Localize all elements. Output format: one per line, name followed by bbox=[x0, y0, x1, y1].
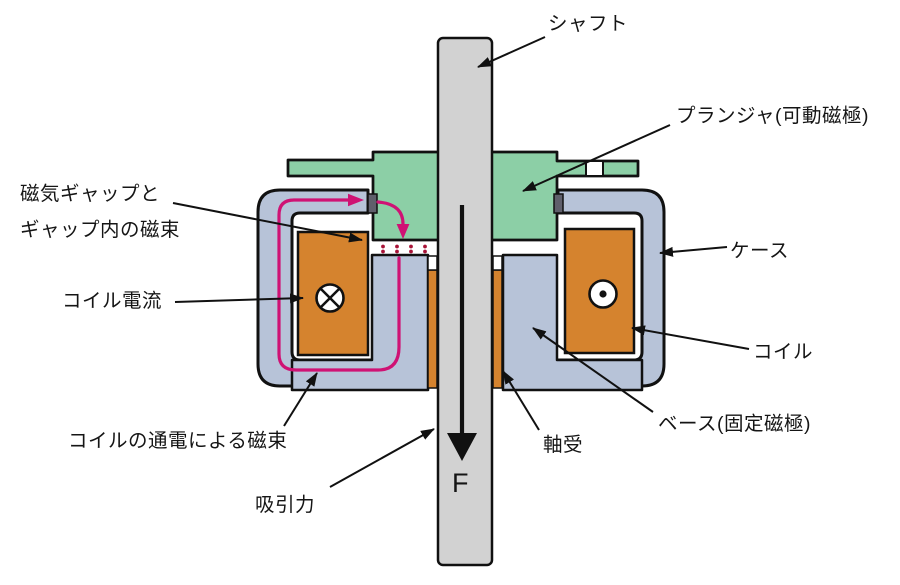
gap-piece-left bbox=[367, 193, 378, 214]
case-label: ケース bbox=[730, 240, 789, 262]
plunger-leader bbox=[522, 124, 671, 192]
force-label: F bbox=[452, 468, 469, 498]
bearing-washer-right bbox=[492, 255, 503, 271]
base-leader bbox=[532, 327, 654, 413]
case-leader bbox=[659, 246, 728, 257]
current-into-page-icon bbox=[315, 283, 345, 313]
coil-current-leader bbox=[174, 293, 304, 304]
flux-arrow-down bbox=[396, 224, 410, 239]
coil-current-label: コイル電流 bbox=[62, 290, 162, 312]
coil-flux-label: コイルの通電による磁束 bbox=[68, 430, 287, 452]
shaft-leader bbox=[477, 36, 546, 68]
plunger-label: プランジャ(可動磁極) bbox=[676, 105, 869, 127]
attraction-leader bbox=[329, 428, 435, 488]
base-left-pole bbox=[290, 253, 430, 392]
coil-label: コイル bbox=[753, 341, 813, 363]
bearing-label: 軸受 bbox=[543, 434, 583, 456]
flux-loop-case bbox=[277, 198, 401, 372]
shaft-label: シャフト bbox=[548, 13, 628, 35]
flange-spacer bbox=[585, 160, 604, 177]
gap-leader bbox=[172, 202, 363, 243]
current-out-of-page-icon bbox=[588, 279, 618, 309]
force-arrowhead bbox=[447, 433, 477, 461]
gap-label-line1: 磁気ギャップと bbox=[20, 183, 160, 205]
bearing-leader bbox=[502, 370, 540, 431]
bearing-right bbox=[492, 269, 503, 389]
coil-leader bbox=[631, 325, 750, 350]
gap-piece-right bbox=[553, 193, 564, 214]
base-right-pole bbox=[501, 253, 644, 392]
coil-flux-leader bbox=[283, 372, 318, 427]
gap-flux-dots bbox=[381, 244, 427, 254]
flux-arrow-right bbox=[348, 193, 364, 207]
bearing-washer-left bbox=[427, 255, 438, 271]
flux-plunger-curve bbox=[376, 200, 405, 226]
base-label: ベース(固定磁極) bbox=[658, 413, 811, 435]
bearing-left bbox=[427, 269, 438, 389]
attraction-label: 吸引力 bbox=[255, 494, 315, 516]
gap-label-line2: ギャップ内の磁束 bbox=[20, 219, 180, 241]
